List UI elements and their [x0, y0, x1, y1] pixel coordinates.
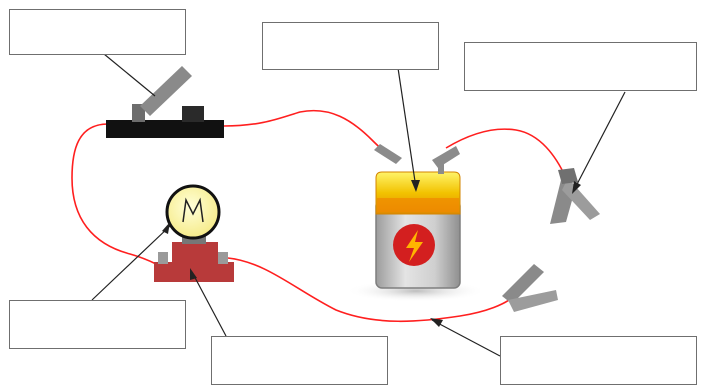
- switch-lever: [140, 66, 192, 116]
- clip-upper-wire-end: [558, 168, 578, 184]
- leader-arrowheads: [162, 180, 581, 327]
- clip-lower-jaw-b: [508, 290, 558, 312]
- label-box-bulb-holder[interactable]: [211, 336, 388, 385]
- wire-battery-to-clip: [445, 128, 567, 179]
- label-text-bulb: [10, 301, 185, 313]
- label-text-clip: [465, 43, 696, 55]
- label-box-switch[interactable]: [9, 9, 186, 55]
- battery-terminal-left: [374, 144, 402, 164]
- bulb-assembly: [154, 184, 234, 282]
- arrowhead-battery: [411, 180, 420, 192]
- arrowhead-clip: [572, 181, 581, 194]
- clip-lower-jaw-a: [502, 264, 544, 304]
- leader-bulb: [91, 225, 171, 301]
- bulb-holder-screw-left: [158, 252, 168, 264]
- label-box-clip[interactable]: [464, 42, 697, 91]
- bulb-filament-icon: [182, 197, 204, 223]
- label-text-wire: [501, 337, 696, 349]
- clip-upper-jaw-b: [562, 178, 600, 220]
- label-text-bulb-holder: [212, 337, 387, 349]
- bulb-glass: [165, 184, 221, 240]
- wire-switch-to-bulb: [71, 123, 157, 265]
- alligator-clip-upper: [550, 168, 600, 224]
- bulb-holder-top: [172, 242, 218, 266]
- switch-base: [106, 120, 224, 138]
- leader-clip: [573, 91, 626, 191]
- lightning-bolt-icon: [406, 230, 423, 262]
- arrowhead-bulb: [162, 222, 170, 234]
- leader-bulb-holder: [191, 271, 227, 337]
- bulb-holder-screw-right: [218, 252, 228, 264]
- bulb-holder-base: [154, 262, 234, 282]
- switch-terminal-right: [182, 106, 204, 122]
- label-box-battery[interactable]: [262, 22, 439, 70]
- label-box-bulb[interactable]: [9, 300, 186, 349]
- leader-lines: [91, 53, 626, 357]
- alligator-clip-lower: [502, 264, 558, 312]
- battery-terminal-stem-right: [438, 162, 444, 174]
- label-box-wire[interactable]: [500, 336, 697, 385]
- label-text-battery: [263, 23, 438, 35]
- wire-bulb-to-clip: [227, 257, 515, 323]
- leader-switch: [103, 53, 156, 97]
- switch-terminal-left: [132, 104, 145, 122]
- label-text-switch: [10, 10, 185, 22]
- leader-battery: [397, 67, 417, 189]
- battery: [346, 144, 486, 302]
- arrowhead-wire: [430, 318, 443, 327]
- leader-wire: [431, 319, 501, 357]
- battery-cap-band: [377, 198, 459, 212]
- arrowhead-bulb-holder: [190, 268, 197, 280]
- knife-switch: [106, 66, 224, 138]
